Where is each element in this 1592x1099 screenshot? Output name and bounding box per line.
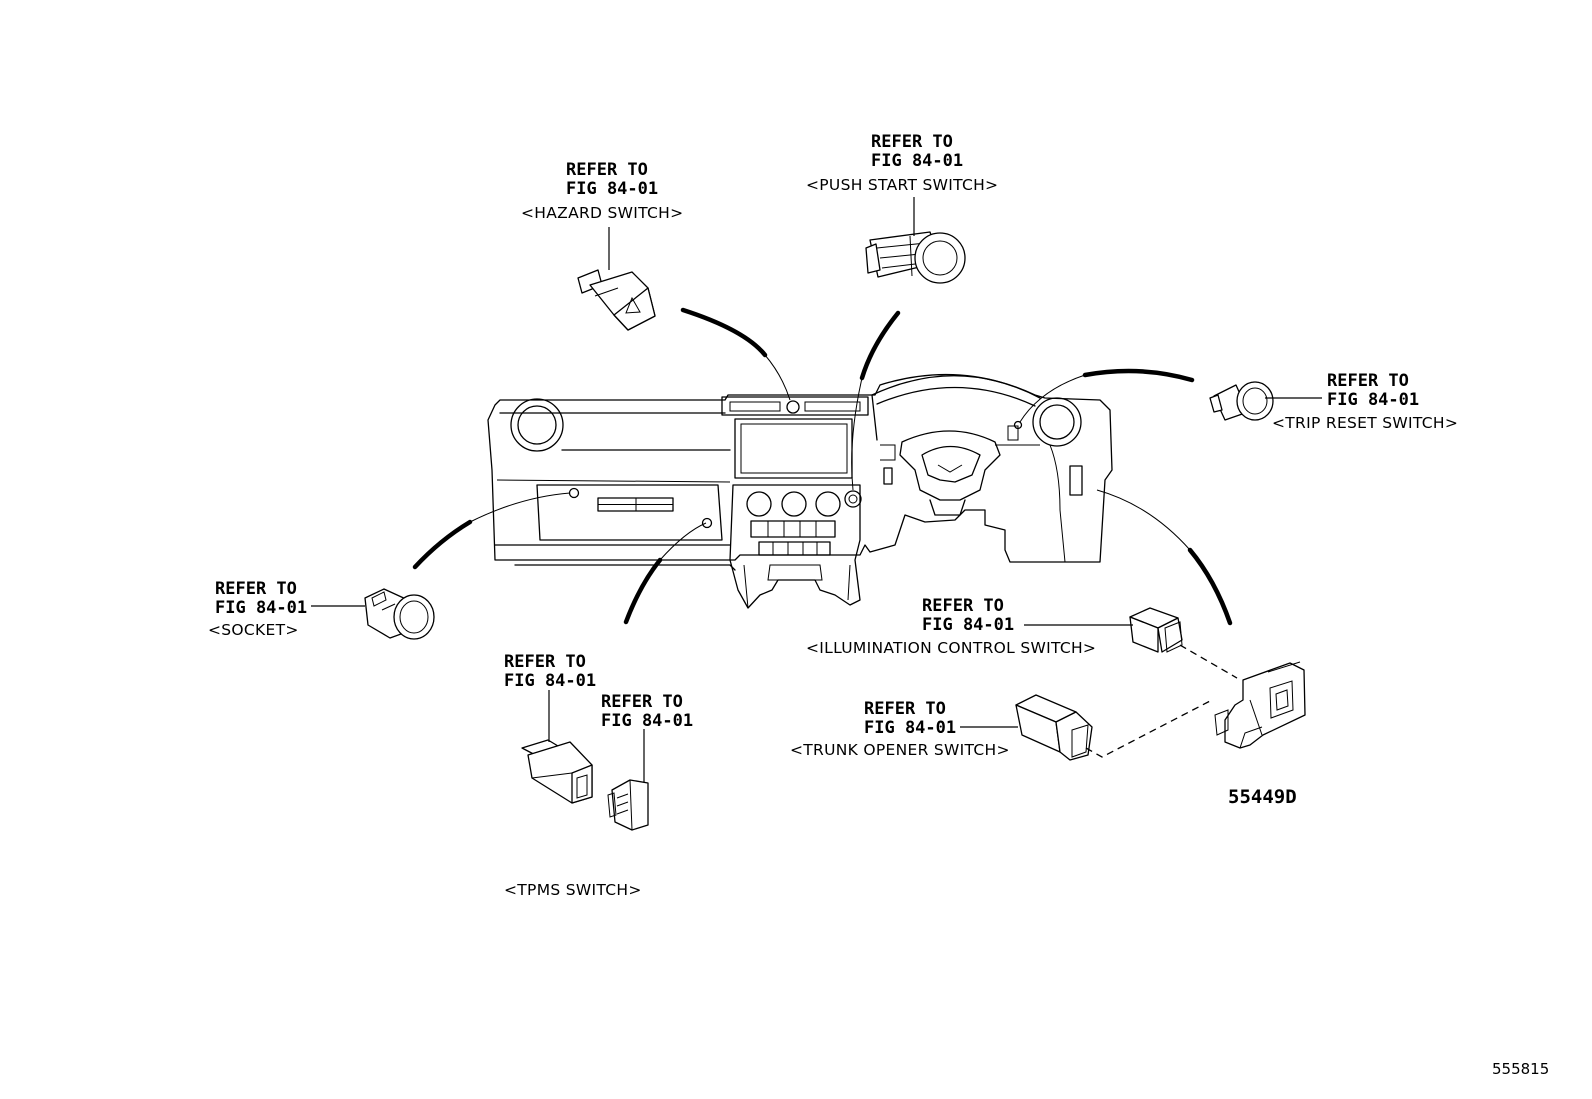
push-refer-line2: FIG 84-01 — [871, 151, 963, 171]
part-number: 55449D — [1228, 786, 1297, 808]
trip-refer-line1: REFER TO — [1327, 371, 1409, 391]
tpms-bracket-icon — [607, 779, 649, 831]
illum-refer-line2: FIG 84-01 — [922, 615, 1014, 635]
illumination-control-switch-label: <ILLUMINATION CONTROL SWITCH> — [806, 639, 1096, 657]
trunk-refer-line1: REFER TO — [864, 699, 946, 719]
socket-refer-line1: REFER TO — [215, 579, 297, 599]
illumination-control-switch-icon — [1129, 607, 1183, 653]
dashboard-illustration — [487, 373, 1113, 609]
bracket-55449d-icon — [1214, 661, 1306, 749]
tpms-b-refer-line2: FIG 84-01 — [601, 711, 693, 731]
trip-reset-switch-icon — [1209, 381, 1274, 421]
trunk-refer-line2: FIG 84-01 — [864, 718, 956, 738]
tpms-a-refer-line1: REFER TO — [504, 652, 586, 672]
push-start-switch-label: <PUSH START SWITCH> — [806, 176, 998, 194]
illum-refer-line1: REFER TO — [922, 596, 1004, 616]
push-start-switch-icon — [865, 231, 966, 284]
tpms-switch-label: <TPMS SWITCH> — [504, 881, 642, 899]
socket-label: <SOCKET> — [208, 621, 299, 639]
tpms-a-refer-line2: FIG 84-01 — [504, 671, 596, 691]
figure-id: 555815 — [1492, 1060, 1549, 1078]
socket-icon — [364, 588, 435, 640]
hazard-refer-line1: REFER TO — [566, 160, 648, 180]
connector-arcs — [412, 307, 1233, 626]
trip-reset-switch-label: <TRIP RESET SWITCH> — [1272, 414, 1458, 432]
hazard-refer-line2: FIG 84-01 — [566, 179, 658, 199]
trunk-opener-switch-icon — [1015, 694, 1093, 761]
tpms-b-refer-line1: REFER TO — [601, 692, 683, 712]
socket-refer-line2: FIG 84-01 — [215, 598, 307, 618]
trip-refer-line2: FIG 84-01 — [1327, 390, 1419, 410]
tpms-switch-icon — [521, 739, 593, 804]
hazard-switch-label: <HAZARD SWITCH> — [521, 204, 683, 222]
push-refer-line1: REFER TO — [871, 132, 953, 152]
leader-lines — [311, 197, 1322, 782]
hazard-switch-icon — [577, 269, 656, 331]
trunk-opener-switch-label: <TRUNK OPENER SWITCH> — [790, 741, 1010, 759]
